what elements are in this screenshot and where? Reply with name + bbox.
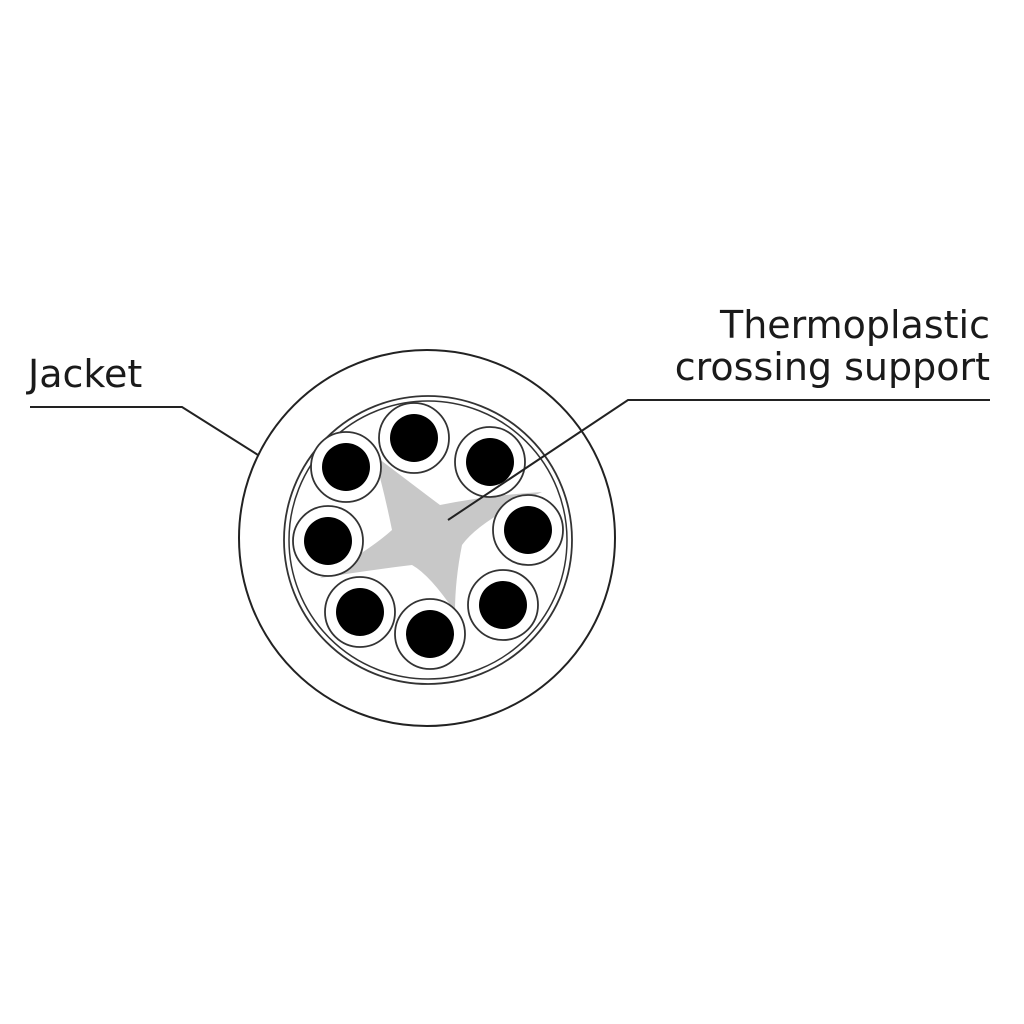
- jacket-label: Jacket: [26, 352, 142, 396]
- conductor-core: [322, 443, 370, 491]
- conductor-core: [336, 588, 384, 636]
- support-leader-line: [447, 399, 990, 521]
- thermoplastic-crossing-support: [320, 455, 542, 612]
- conductor-core: [466, 438, 514, 486]
- jacket-leader-line: [30, 406, 259, 456]
- conductor-core: [479, 581, 527, 629]
- support-label-line1: Thermoplastic: [719, 303, 990, 347]
- support-label-line2: crossing support: [675, 345, 990, 389]
- shield-inner-ring: [288, 400, 568, 680]
- conductor-core: [304, 517, 352, 565]
- conductor-core: [390, 414, 438, 462]
- conductor-core: [406, 610, 454, 658]
- conductor-core: [504, 506, 552, 554]
